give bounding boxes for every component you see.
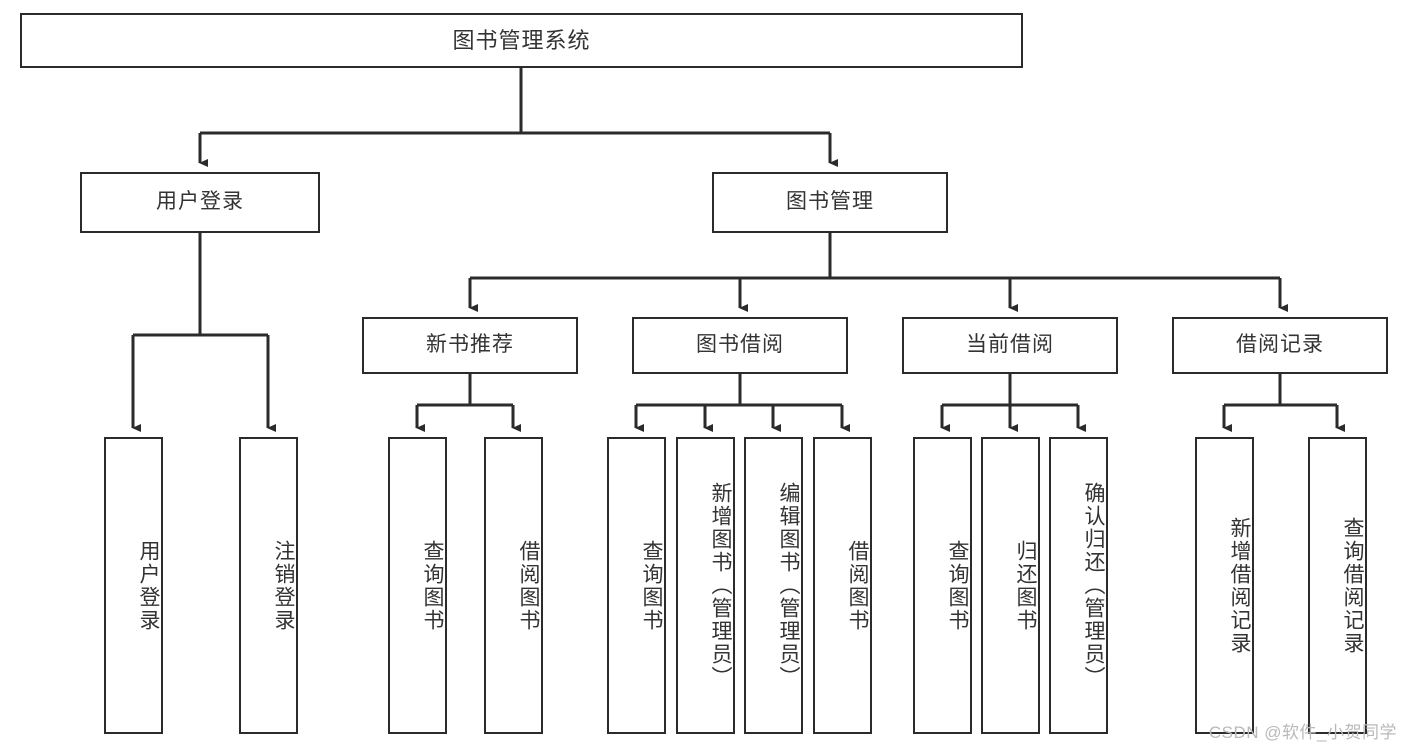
node-label: 图书管理 <box>786 190 874 214</box>
node-leaf-add-borrow-record[interactable]: 新增借阅记录 <box>1195 437 1254 734</box>
node-label: 查询图书 <box>946 539 969 632</box>
node-label: 新增借阅记录 <box>1228 516 1251 655</box>
node-label: 借阅记录 <box>1236 333 1324 357</box>
node-leaf-user-login[interactable]: 用户登录 <box>104 437 163 734</box>
node-label: 借阅图书 <box>846 539 869 632</box>
node-leaf-edit-book[interactable]: 编辑图书（管理员） <box>744 437 803 734</box>
node-label: 用户登录 <box>137 539 160 632</box>
node-leaf-add-book[interactable]: 新增图书（管理员） <box>676 437 735 734</box>
node-borrow-record[interactable]: 借阅记录 <box>1172 317 1388 374</box>
node-label: 查询图书 <box>640 539 663 632</box>
node-user-login[interactable]: 用户登录 <box>80 172 320 233</box>
node-leaf-query-book-borrow[interactable]: 查询图书 <box>607 437 666 734</box>
node-label: 借阅图书 <box>517 539 540 632</box>
node-label: 归还图书 <box>1014 539 1037 632</box>
node-label: 用户登录 <box>156 190 244 214</box>
node-label: 编辑图书（管理员） <box>777 482 800 689</box>
node-label: 新书推荐 <box>426 333 514 357</box>
node-leaf-confirm-return[interactable]: 确认归还（管理员） <box>1049 437 1108 734</box>
node-root-book-management-system[interactable]: 图书管理系统 <box>20 13 1023 68</box>
node-book-manage[interactable]: 图书管理 <box>712 172 948 233</box>
node-leaf-logout[interactable]: 注销登录 <box>239 437 298 734</box>
node-label: 图书管理系统 <box>452 27 591 53</box>
node-new-book-recommend[interactable]: 新书推荐 <box>362 317 578 374</box>
node-leaf-query-book-recommend[interactable]: 查询图书 <box>388 437 447 734</box>
node-label: 图书借阅 <box>696 333 784 357</box>
node-label: 查询图书 <box>421 539 444 632</box>
watermark-text: CSDN @软件_小贺同学 <box>1208 723 1397 742</box>
node-leaf-query-book-current[interactable]: 查询图书 <box>913 437 972 734</box>
node-label: 注销登录 <box>272 539 295 632</box>
node-leaf-return-book[interactable]: 归还图书 <box>981 437 1040 734</box>
node-leaf-query-borrow-record[interactable]: 查询借阅记录 <box>1308 437 1367 734</box>
node-leaf-borrow-book-recommend[interactable]: 借阅图书 <box>484 437 543 734</box>
node-current-borrow[interactable]: 当前借阅 <box>902 317 1118 374</box>
node-book-borrow[interactable]: 图书借阅 <box>632 317 848 374</box>
node-label: 查询借阅记录 <box>1341 516 1364 655</box>
node-leaf-borrow-book[interactable]: 借阅图书 <box>813 437 872 734</box>
node-label: 确认归还（管理员） <box>1082 482 1105 689</box>
node-label: 当前借阅 <box>966 333 1054 357</box>
node-label: 新增图书（管理员） <box>709 482 732 689</box>
